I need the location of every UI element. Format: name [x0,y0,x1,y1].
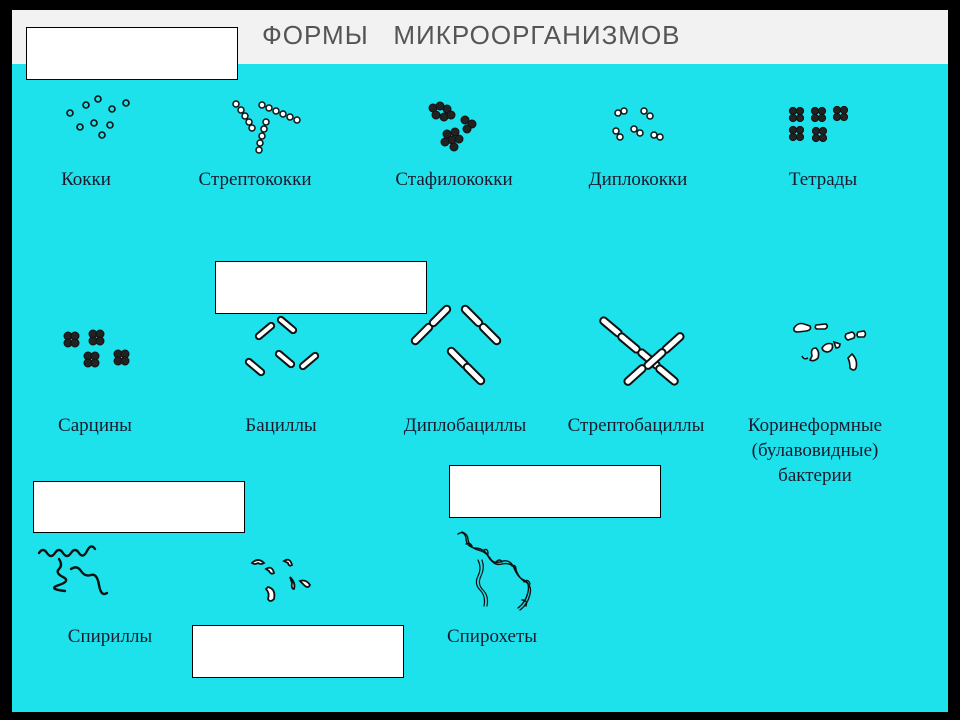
blank-answer-box-1[interactable] [26,27,238,80]
label-tetrads: Тетрады [788,169,858,190]
label-spirilla: Спириллы [67,626,153,647]
label-sarcinae: Сарцины [58,415,132,436]
label-spirochetes: Спирохеты [446,626,538,647]
slide: ФОРМЫ МИКРООРГАНИЗМОВ [12,10,948,712]
spirilla-icon [37,545,109,596]
spirochetes-icon [457,531,532,611]
vibrios-icon [250,558,312,602]
label-streptococci: Стрептококки [198,169,312,190]
label-coryneform-line-1: Коринеформные [747,415,883,436]
cocci-icon [66,95,130,139]
blank-answer-box-4[interactable] [449,465,661,518]
sarcinae-icon [63,329,130,368]
bacilli-icon [244,315,320,377]
blank-answer-box-2[interactable] [215,261,427,314]
coryneform-bacteria-icon [793,322,867,371]
streptobacilli-icon [599,316,685,386]
blank-answer-box-3[interactable] [33,481,245,533]
label-staphylococci: Стафилококки [395,169,513,190]
tetrads-icon [788,105,849,143]
blank-answer-box-5[interactable] [192,625,404,678]
label-coryneform-line-3: бактерии [778,465,852,486]
label-bacilli: Бациллы [245,415,317,436]
diplococci-icon [612,107,664,141]
slide-title: ФОРМЫ МИКРООРГАНИЗМОВ [262,20,681,50]
staphylococci-icon [428,101,477,152]
label-cocci: Кокки [61,169,111,190]
label-streptobacilli: Стрептобациллы [567,415,705,436]
label-coryneform-line-2: (булавовидные) [751,440,879,461]
diagram-panel [12,64,948,712]
label-diplobacilli: Диплобациллы [403,415,527,436]
label-diplococci: Диплококки [588,169,688,190]
diplobacilli-icon [410,304,502,386]
streptococci-icon [232,100,301,154]
